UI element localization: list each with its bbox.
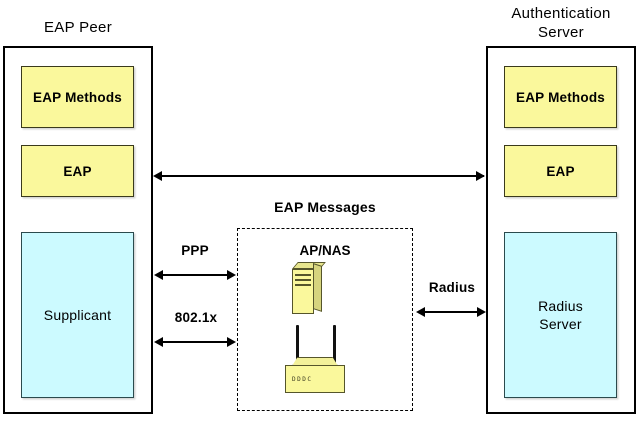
authentication-server-title-line2: Server: [538, 24, 584, 41]
ppp-arrow-label: PPP: [181, 243, 209, 258]
auth-radius-server-label-line2: Server: [539, 316, 582, 332]
peer-eap-label: EAP: [63, 163, 92, 179]
auth-eap-methods-label: EAP Methods: [516, 89, 605, 105]
ap-nas-label: AP/NAS: [299, 243, 351, 258]
peer-supplicant-box[interactable]: Supplicant: [21, 232, 134, 398]
eap-messages-label: EAP Messages: [274, 199, 376, 215]
router-led-indicators: DDDC: [292, 376, 313, 383]
router-antenna-right: [333, 325, 336, 363]
eap-messages-arrow-head-left: [153, 171, 162, 181]
radius-arrow-label: Radius: [428, 280, 476, 295]
ppp-arrow-line: [158, 274, 232, 276]
auth-eap-label: EAP: [546, 163, 575, 179]
eap-peer-title: EAP Peer: [44, 19, 112, 36]
eap-messages-arrow-line: [155, 175, 484, 177]
eap-peer-panel: EAP Methods EAP Supplicant: [3, 46, 153, 414]
authentication-server-title-line1: Authentication: [511, 5, 611, 22]
authentication-server-title: Authentication Server: [486, 4, 636, 42]
eap-messages-arrow-head-right: [476, 171, 485, 181]
server-tower-slot: [295, 274, 311, 276]
radius-arrow-head-right: [477, 307, 486, 317]
ppp-arrow-head-left: [154, 270, 163, 280]
auth-eap-box[interactable]: EAP: [504, 145, 617, 197]
peer-eap-box[interactable]: EAP: [21, 145, 134, 197]
router-antenna-left: [296, 325, 299, 363]
peer-eap-methods-box[interactable]: EAP Methods: [21, 66, 134, 128]
server-tower-slot: [295, 284, 311, 286]
radius-arrow-line: [420, 311, 482, 313]
ppp-arrow-head-right: [227, 270, 236, 280]
dot1x-arrow-line: [158, 341, 232, 343]
dot1x-arrow-head-right: [227, 337, 236, 347]
radius-arrow-head-left: [416, 307, 425, 317]
server-tower-side-face: [313, 263, 322, 312]
auth-eap-methods-box[interactable]: EAP Methods: [504, 66, 617, 128]
dot1x-arrow-label: 802.1x: [174, 310, 218, 325]
dot1x-arrow-head-left: [154, 337, 163, 347]
auth-radius-server-box[interactable]: Radius Server: [504, 232, 617, 398]
server-tower-slot: [295, 279, 311, 281]
router-top-face: [292, 357, 338, 366]
server-tower-front-face: [292, 269, 314, 314]
peer-supplicant-label: Supplicant: [43, 307, 112, 323]
auth-radius-server-label-line1: Radius: [538, 298, 583, 314]
router-body: [285, 365, 345, 393]
authentication-server-panel: EAP Methods EAP Radius Server: [486, 46, 636, 414]
peer-eap-methods-label: EAP Methods: [33, 89, 122, 105]
